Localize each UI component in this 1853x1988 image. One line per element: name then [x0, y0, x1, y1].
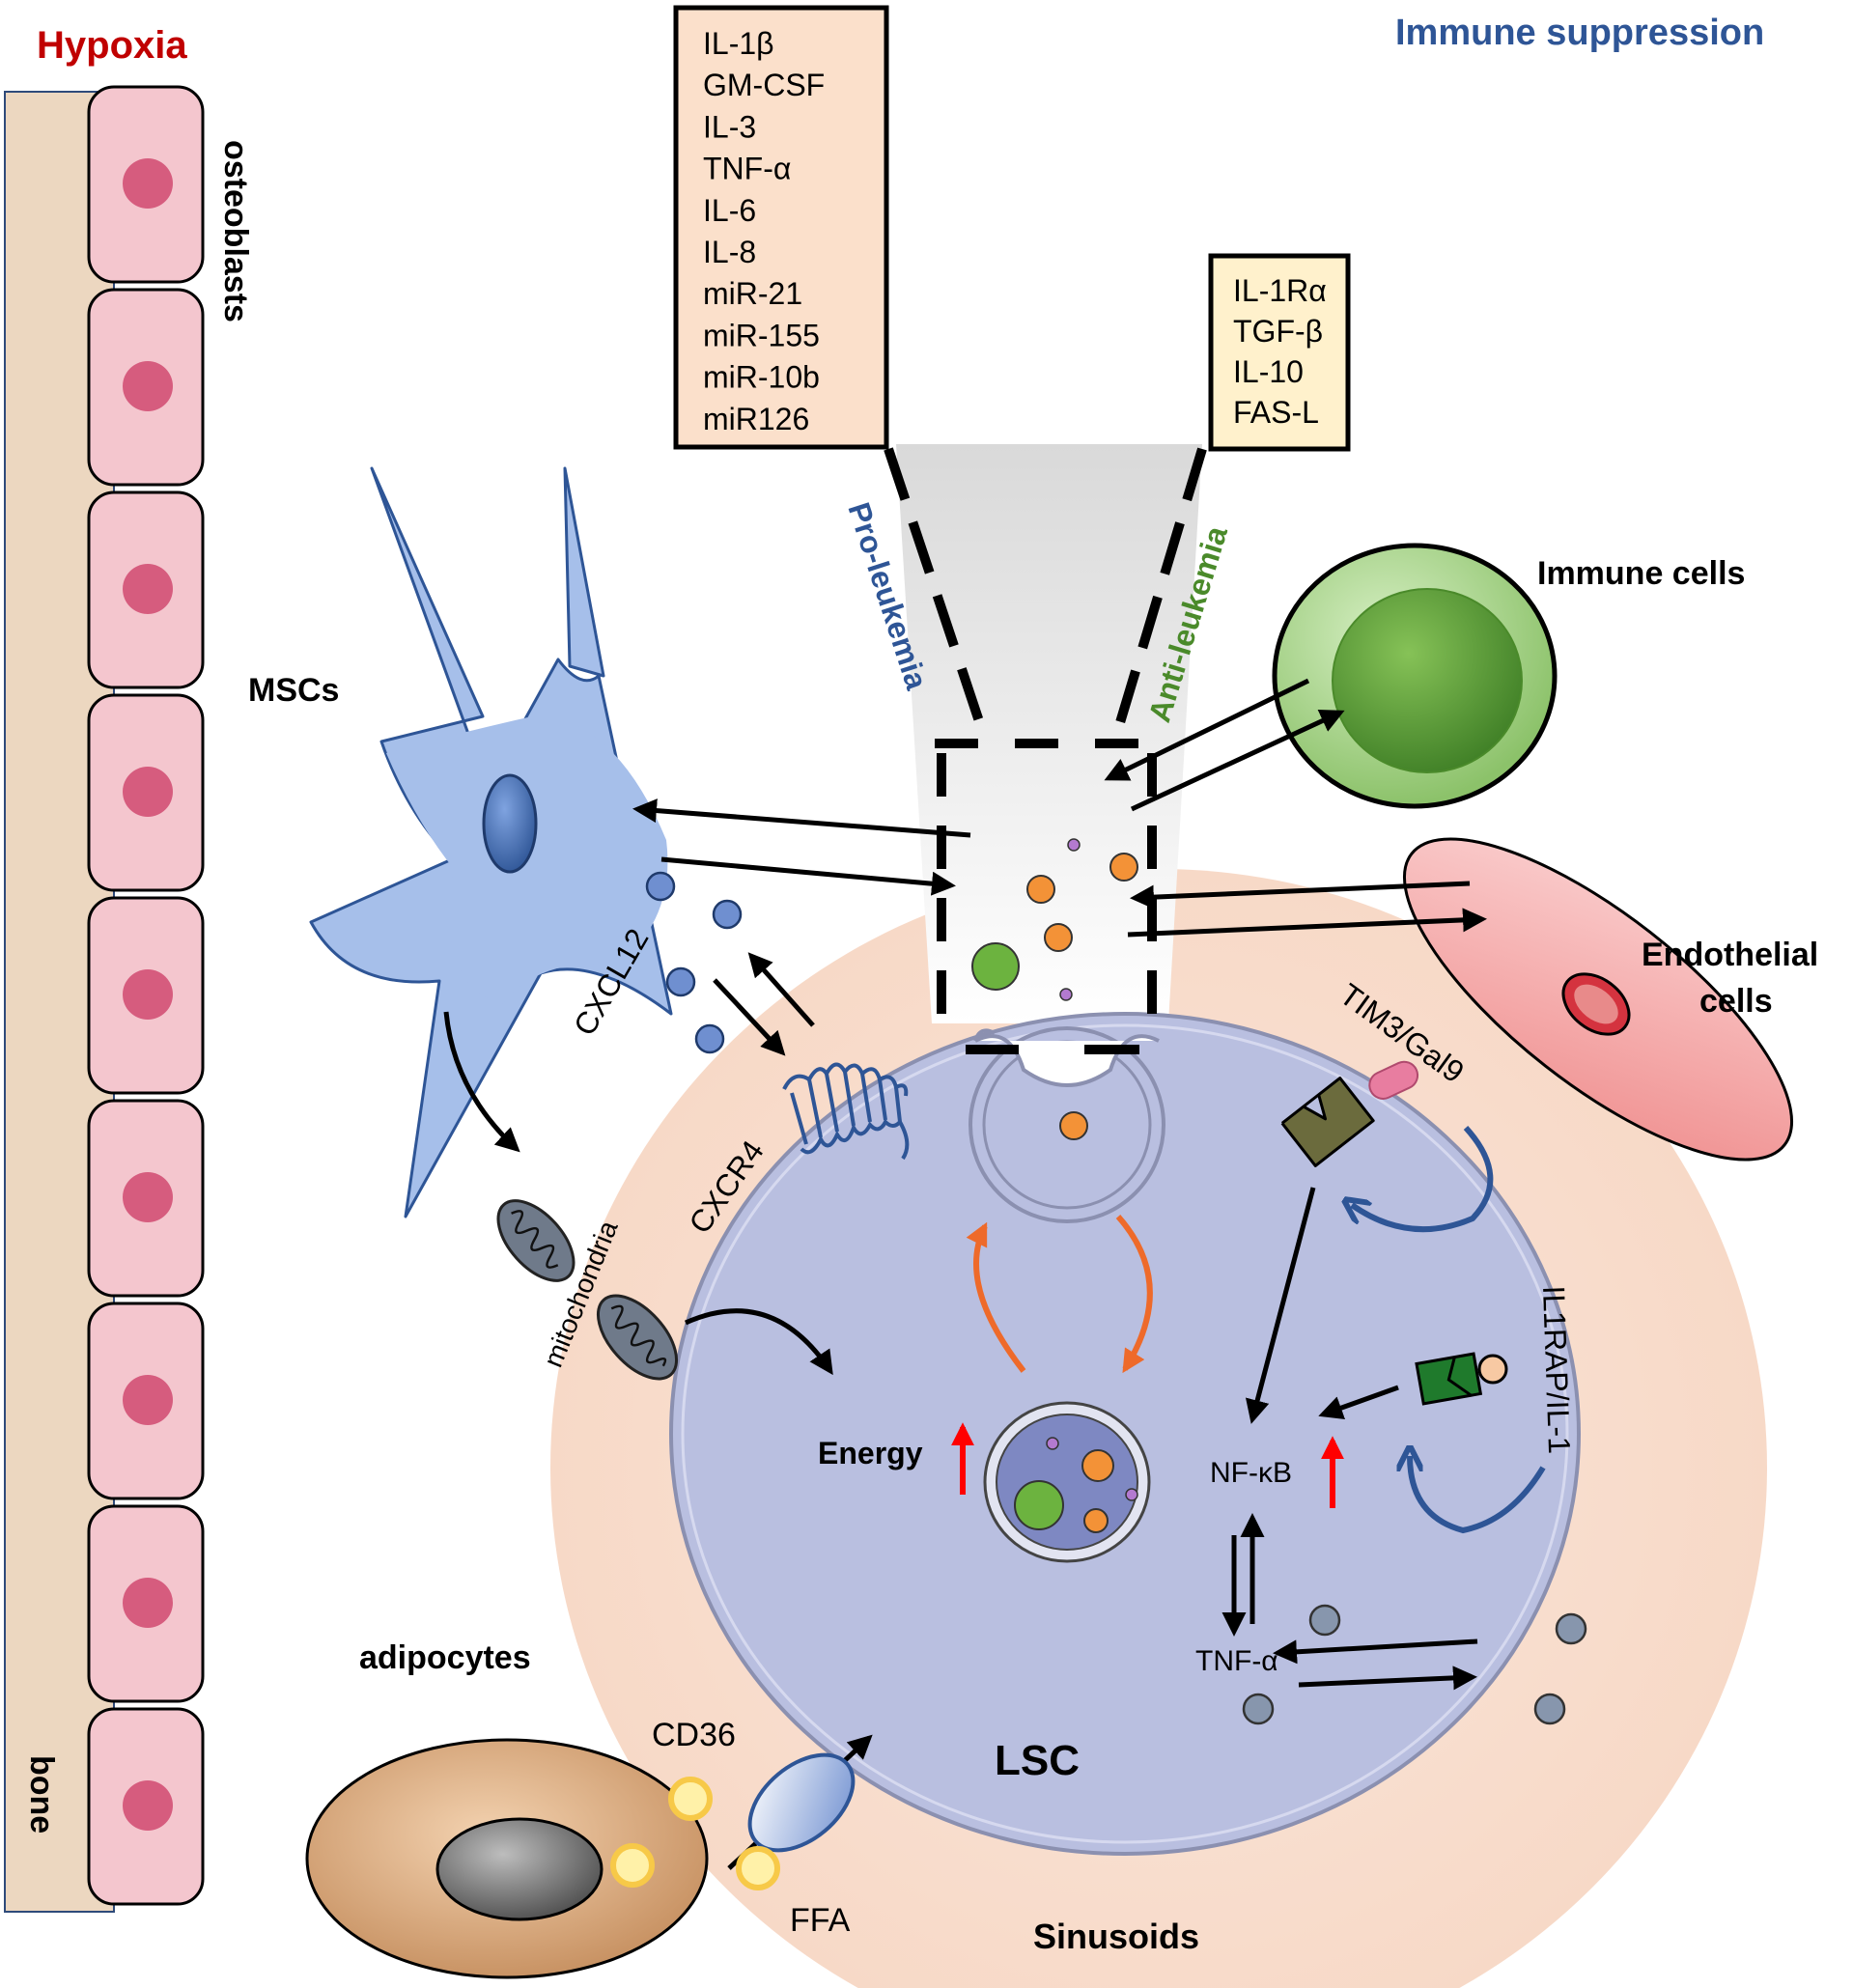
secreted-orange-particle	[1044, 923, 1073, 952]
cxcl12-molecule	[645, 871, 676, 902]
exchange-arrows	[443, 678, 1487, 1870]
tim3-receptor	[1280, 1077, 1375, 1167]
il1rap-il1-label: IL1RAP/IL-1	[1536, 1285, 1577, 1454]
immune-cells-label: Immune cells	[1537, 555, 1745, 592]
nucleus-orange-particle	[1083, 1508, 1109, 1533]
nucleus-purple-particle	[1125, 1488, 1138, 1501]
osteoblast-nucleus	[123, 564, 173, 614]
pro-leukemia-factor-item: miR-155	[703, 318, 820, 352]
msc-nucleus	[482, 773, 538, 874]
cxcl12-chemokines	[645, 871, 743, 1054]
nucleus-purple-particle	[1046, 1437, 1059, 1450]
ffa-droplet	[668, 1777, 713, 1821]
cd36-label: CD36	[652, 1717, 736, 1753]
mitochondrion	[496, 1199, 576, 1282]
ffa-label: FFA	[790, 1902, 851, 1939]
nucleus-orange-particle	[1081, 1449, 1114, 1482]
membrane-pit-left	[973, 1028, 996, 1042]
osteoblast-nucleus	[123, 1578, 173, 1628]
anti-leukemia-factor-item: IL-10	[1233, 354, 1304, 389]
il1-ligand	[1477, 1354, 1508, 1385]
tim3-autocrine-arrow	[1352, 1125, 1494, 1233]
tnf-molecule	[1555, 1612, 1587, 1645]
nfkb-label: NF-κB	[1210, 1457, 1292, 1489]
bone-label: bone	[23, 1755, 60, 1834]
cxcl12-molecule	[694, 1023, 725, 1054]
pro-leukemia-factor-item: IL-6	[703, 193, 756, 228]
ffa-droplet	[610, 1843, 655, 1888]
osteoblast-nucleus	[123, 158, 173, 209]
immune-suppression-label: Immune suppression	[1395, 13, 1764, 53]
osteoblast-nucleus	[123, 361, 173, 411]
orange-cycle-arrow-up	[966, 1221, 1026, 1373]
gal9-ligand	[1368, 1060, 1419, 1100]
adipocytes-label: adipocytes	[359, 1639, 531, 1676]
anti-leukemia-factor-box	[1208, 253, 1351, 452]
pro-leukemia-factor-item: IL-8	[703, 235, 756, 269]
osteoblasts-column	[87, 85, 205, 1906]
anti-leukemia-factor-item: FAS-L	[1233, 395, 1319, 430]
sinusoids-label: Sinusoids	[1033, 1917, 1199, 1956]
il1rap-receptor	[1415, 1352, 1483, 1406]
vesicle-orange-particle	[1059, 1111, 1088, 1140]
hypoxia-label: Hypoxia	[37, 24, 187, 67]
anti-leukemia-factor-item: IL-1Rα	[1233, 273, 1327, 308]
cxcl12-molecule	[665, 966, 696, 997]
osteoblast-nucleus	[123, 1172, 173, 1222]
osteoblast-nucleus	[123, 767, 173, 817]
funnel-dashed-lines	[884, 447, 1207, 1054]
secreted-orange-particle	[1109, 853, 1138, 882]
osteoblast-nucleus	[123, 969, 173, 1020]
secreted-orange-particle	[1026, 875, 1055, 904]
pro-leukemia-factor-item: IL-1β	[703, 26, 774, 61]
tnf-molecule	[1308, 1604, 1341, 1637]
msc-upper-extension	[563, 466, 605, 678]
osteoblast-nucleus	[123, 1375, 173, 1425]
pro-leukemia-factor-item: TNF-α	[703, 152, 791, 186]
lsc-nucleus-inner	[996, 1414, 1138, 1551]
ffa-droplets	[610, 1777, 780, 1890]
pro-leukemia-factor-item: miR126	[703, 402, 809, 436]
cxcr4-receptor	[782, 1062, 910, 1161]
endothelial-cells-label-line2: cells	[1699, 983, 1773, 1020]
tnf-molecule	[1242, 1693, 1275, 1725]
cd36-transporter	[747, 1752, 856, 1853]
ffa-droplet	[736, 1846, 780, 1890]
pro-leukemia-factor-item: GM-CSF	[703, 68, 825, 102]
mitochondrion	[596, 1294, 679, 1381]
energy-label: Energy	[818, 1436, 923, 1470]
mscs-label: MSCs	[248, 672, 339, 709]
lsc-label: LSC	[995, 1737, 1080, 1784]
secreted-green-particle	[971, 942, 1020, 991]
osteoblasts-label: osteoblasts	[217, 140, 254, 322]
pro-leukemia-factor-box	[673, 5, 889, 450]
cxcl12-molecule	[712, 899, 743, 930]
pro-leukemia-factor-item: IL-3	[703, 109, 756, 144]
pro-leukemia-factor-item: miR-21	[703, 276, 802, 311]
anti-leukemia-factor-item: TGF-β	[1233, 314, 1323, 349]
lsc-membrane-inner	[681, 1023, 1569, 1844]
immune-cell-nucleus	[1332, 588, 1523, 773]
secreted-purple-particle	[1059, 988, 1073, 1001]
endothelial-cells-label-line1: Endothelial	[1642, 937, 1818, 973]
il1-autocrine-arrow	[1410, 1456, 1546, 1534]
tnfa-label: TNF-α	[1195, 1645, 1278, 1677]
adipocyte-nucleus	[435, 1817, 604, 1921]
endothelial-nucleus-inner	[1574, 984, 1618, 1024]
orange-cycle-arrow-down	[1115, 1215, 1153, 1374]
tnf-molecule	[1533, 1693, 1566, 1725]
nucleus-green-particle	[1014, 1480, 1064, 1530]
osteoblast-nucleus	[123, 1780, 173, 1831]
tnf-molecules	[1242, 1604, 1587, 1725]
secreted-purple-particle	[1067, 838, 1081, 852]
pro-leukemia-factor-item: miR-10b	[703, 360, 820, 395]
